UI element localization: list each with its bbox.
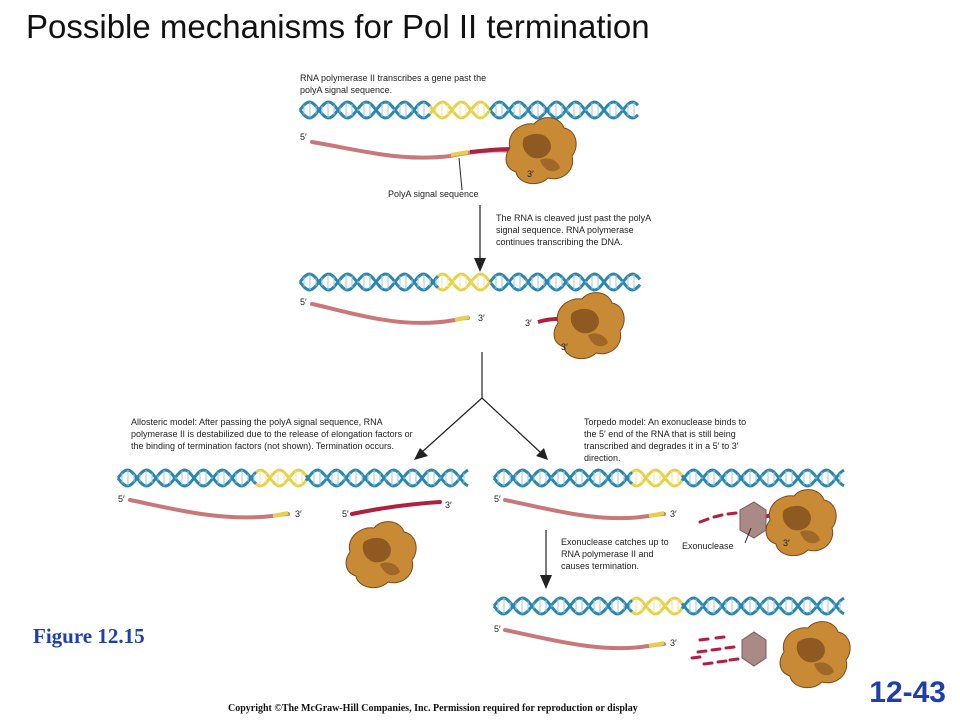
exonuclease-shape <box>739 501 767 539</box>
dna-strand <box>680 596 845 616</box>
step2-3prime-c: 3′ <box>561 342 568 352</box>
allosteric-free-3prime: 3′ <box>445 500 452 510</box>
allosteric-5prime: 5′ <box>118 494 125 504</box>
step1-polymerase <box>505 117 577 185</box>
step1-dna <box>298 100 640 120</box>
allosteric-text: Allosteric model: After passing the poly… <box>131 417 413 451</box>
torpedo-rna <box>503 498 666 521</box>
torpedo-5prime: 5′ <box>494 494 501 504</box>
catchup-text: Exonuclease catches up to RNA polymerase… <box>561 537 669 571</box>
dna-strand <box>437 272 492 292</box>
dna-strand <box>492 596 634 616</box>
allosteric-3prime: 3′ <box>295 509 302 519</box>
allosteric-free-5prime: 5′ <box>342 509 349 519</box>
left-arrow-icon <box>414 448 428 460</box>
step1-3prime: 3′ <box>527 169 534 179</box>
copyright-notice: Copyright ©The McGraw-Hill Companies, In… <box>228 703 638 714</box>
dna-strand <box>631 468 684 488</box>
step2-text: The RNA is cleaved just past the polyA s… <box>496 213 651 247</box>
slide-number: 12-43 <box>869 676 946 709</box>
dna-strand <box>298 272 440 292</box>
down-arrow-2-icon <box>540 575 552 589</box>
dna-strand <box>488 272 642 292</box>
dna-strand <box>631 596 684 616</box>
torpedo-text: Torpedo model: An exonuclease binds to t… <box>584 417 747 463</box>
step2-3prime-a: 3′ <box>478 313 485 323</box>
dna-strand <box>631 468 684 488</box>
dna-strand <box>488 100 640 120</box>
dna-strand <box>255 468 308 488</box>
rna-fragments <box>690 635 740 666</box>
final-3prime: 3′ <box>670 638 677 648</box>
dna-strand <box>437 272 492 292</box>
final-exonuclease-shape <box>741 631 767 667</box>
step2-3prime-b: 3′ <box>525 318 532 328</box>
dna-strand <box>116 468 258 488</box>
dna-strand <box>116 468 258 488</box>
torpedo-3prime: 3′ <box>670 509 677 519</box>
dna-strand <box>488 272 642 292</box>
step1-5prime: 5′ <box>300 132 307 142</box>
down-arrow-icon <box>474 258 486 272</box>
dna-strand <box>304 468 469 488</box>
slide-title: Possible mechanisms for Pol II terminati… <box>26 8 650 45</box>
step2-5prime: 5′ <box>300 297 307 307</box>
final-5prime: 5′ <box>494 624 501 634</box>
right-arrow-icon <box>536 448 548 460</box>
torpedo-pol-3prime: 3′ <box>783 538 790 548</box>
step2-dna <box>298 272 642 292</box>
exonuclease-label: Exonuclease <box>682 541 734 551</box>
dna-strand <box>492 468 634 488</box>
final-polymerase <box>779 621 851 689</box>
dna-strand <box>492 596 634 616</box>
allosteric-rna <box>128 498 290 520</box>
dna-strand <box>255 468 308 488</box>
dna-strand <box>631 596 684 616</box>
polya-signal-label: PolyA signal sequence <box>388 189 479 199</box>
final-rna <box>503 628 666 651</box>
torpedo-dna <box>492 468 845 488</box>
dna-strand <box>492 468 634 488</box>
allosteric-dna <box>116 468 469 488</box>
final-dna <box>492 596 845 616</box>
step2-rna <box>310 302 470 325</box>
allosteric-polymerase <box>345 521 417 589</box>
torpedo-polymerase <box>765 489 837 557</box>
dna-strand <box>680 468 845 488</box>
figure-label: Figure 12.15 <box>33 624 145 648</box>
step1-text: RNA polymerase II transcribes a gene pas… <box>300 73 487 95</box>
dna-strand <box>298 272 440 292</box>
dna-strand <box>488 100 640 120</box>
